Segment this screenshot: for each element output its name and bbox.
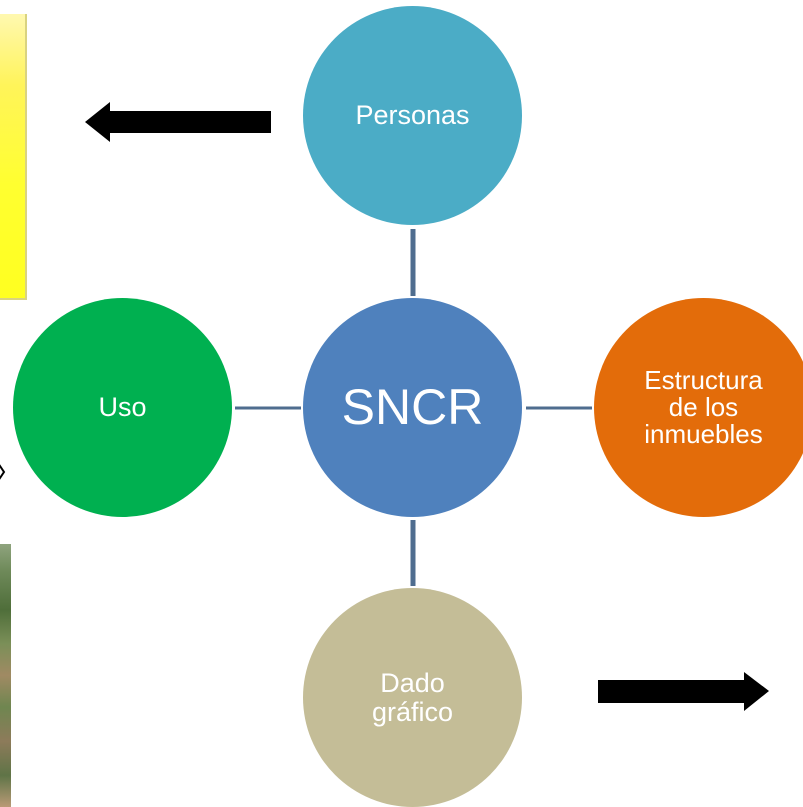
landscape-photo-strip (0, 544, 11, 807)
node-dado-label: Dado gráfico (371, 668, 454, 727)
right-arrow-icon (598, 672, 769, 711)
node-sncr-label: SNCR (341, 379, 484, 436)
node-dado-grafico: Dado gráfico (303, 588, 522, 807)
node-sncr-center: SNCR (303, 298, 522, 517)
left-arrow-icon (85, 102, 271, 142)
yellow-side-panel (0, 14, 27, 300)
node-uso: Uso (13, 298, 232, 517)
node-estructura: Estructura de los inmuebles (594, 298, 803, 517)
node-estructura-label: Estructura de los inmuebles (644, 364, 763, 450)
partial-arrowhead-icon (0, 464, 6, 480)
node-personas-label: Personas (355, 100, 470, 131)
node-personas: Personas (303, 6, 522, 225)
node-uso-label: Uso (98, 392, 147, 423)
